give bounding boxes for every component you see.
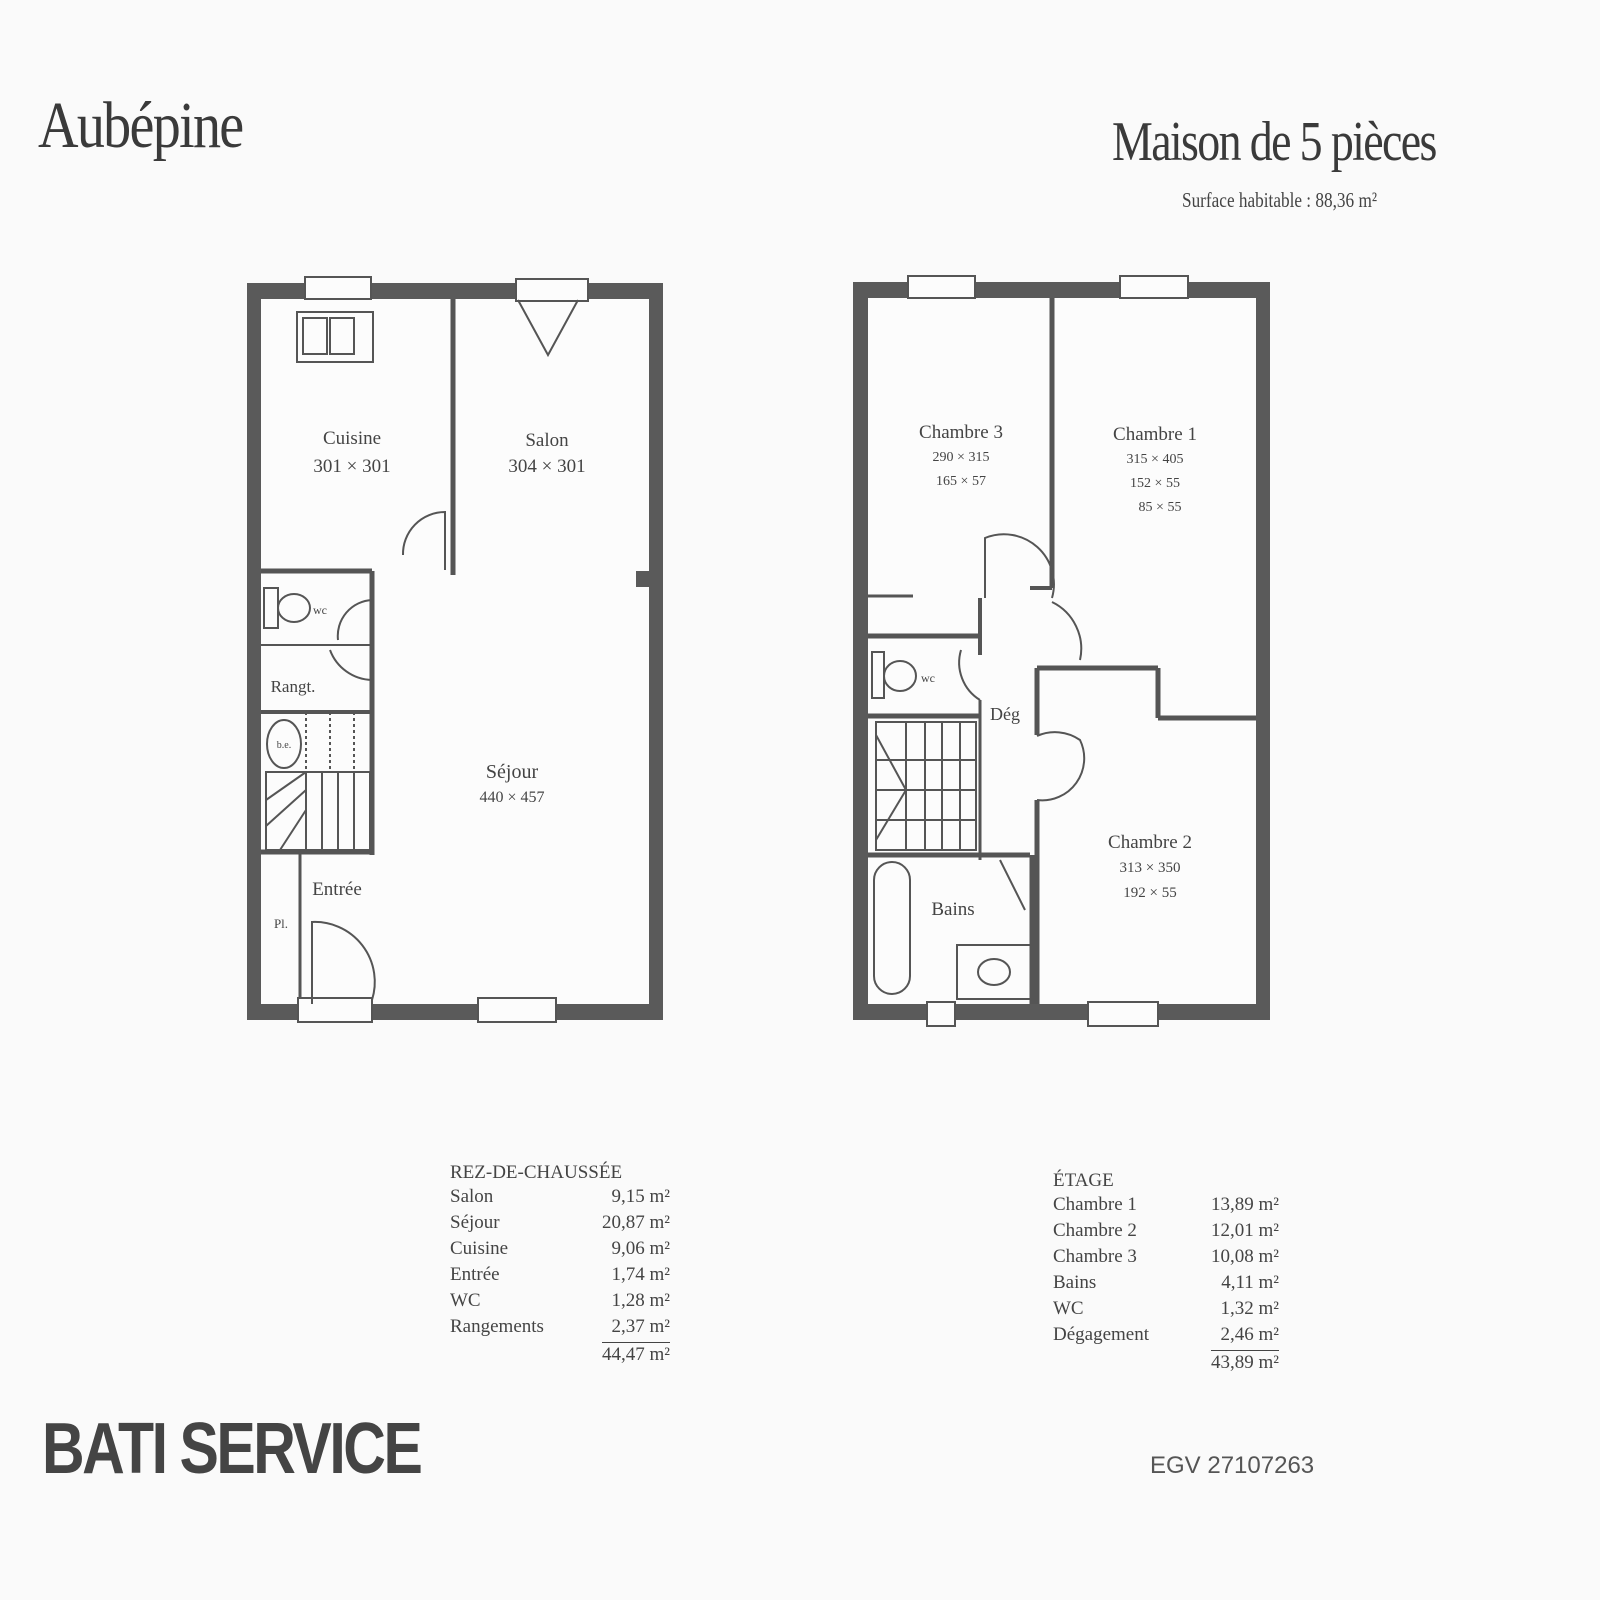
room-label-cuisine: Cuisine [323,428,381,449]
area: 1,74 m² [611,1264,670,1285]
room: Rangements [450,1316,544,1337]
table-row: Séjour 20,87 m² [450,1212,670,1238]
table-row: Entrée 1,74 m² [450,1264,670,1290]
reference-number: EGV 27107263 [1150,1452,1315,1479]
room-label-entree: Entrée [312,879,362,900]
model-name: Aubépine [38,89,244,162]
table-row: Dégagement 2,46 m² [1053,1324,1279,1350]
table-heading: ÉTAGE [1053,1170,1114,1191]
upper-floor-area-table: ÉTAGE Chambre 1 13,89 m² Chambre 2 12,01 m… [1053,1170,1279,1374]
room: WC [1053,1298,1084,1319]
table-row: Chambre 1 13,89 m² [1053,1194,1279,1220]
ground-floor-area-table: REZ-DE-CHAUSSÉE Salon 9,15 m² Séjour 20,87… [450,1162,670,1366]
room-dims-chambre-2-a: 313 × 350 [1120,860,1181,876]
bati-service-logo: BATI SERVICE [42,1409,423,1489]
area: 9,15 m² [611,1186,670,1207]
room-dims-chambre-1-b: 152 × 55 [1130,476,1180,491]
living-surface: Surface habitable : 88,36 m² [1182,188,1378,212]
table-row: Salon 9,15 m² [450,1186,670,1212]
room-dims-chambre-3-b: 165 × 57 [936,474,986,489]
room-label-chambre-2: Chambre 2 [1108,832,1192,853]
room: Bains [1053,1272,1097,1293]
room-label-sejour: Séjour [486,761,539,783]
table-row: Chambre 2 12,01 m² [1053,1220,1279,1246]
area: 12,01 m² [1211,1220,1279,1241]
house-type: Maison de 5 pièces [1112,111,1437,173]
area: 4,11 m² [1221,1272,1279,1293]
table-row: Bains 4,11 m² [1053,1272,1279,1298]
room: Salon [450,1186,494,1207]
table-row: Cuisine 9,06 m² [450,1238,670,1264]
area: 2,37 m² [611,1316,670,1337]
rangement-label: Rangt. [271,677,316,696]
room-dims-cuisine: 301 × 301 [313,456,390,477]
table-row: WC 1,32 m² [1053,1298,1279,1324]
room: WC [450,1290,481,1311]
room-dims-chambre-1-c: 85 × 55 [1139,500,1182,515]
area: 1,32 m² [1220,1298,1279,1319]
room: Cuisine [450,1238,509,1259]
table-row: Rangements 2,37 m² [450,1316,670,1342]
room-label-degagement: Dég [990,704,1020,724]
room-dims-chambre-1-a: 315 × 405 [1127,452,1184,467]
room-dims-chambre-2-b: 192 × 55 [1123,885,1176,901]
room: Dégagement [1053,1324,1150,1345]
room: Chambre 1 [1053,1194,1137,1215]
upper-floor-plan [853,275,1270,1027]
area: 9,06 m² [611,1238,670,1259]
area: 10,08 m² [1211,1246,1279,1267]
room-dims-chambre-3-a: 290 × 315 [933,450,990,465]
room-dims-sejour: 440 × 457 [479,789,544,806]
room: Chambre 2 [1053,1220,1137,1241]
wc-label: wc [313,603,327,617]
room-label-chambre-3: Chambre 3 [919,422,1003,443]
room: Séjour [450,1212,500,1233]
room-dims-salon: 304 × 301 [508,456,585,477]
area: 20,87 m² [602,1212,670,1233]
placard-label: Pl. [274,916,288,931]
room-label-bains: Bains [931,899,974,920]
wc-label-upper: wc [921,671,935,685]
table-total: 44,47 m² [602,1342,670,1365]
room-label-chambre-1: Chambre 1 [1113,424,1197,445]
table-heading: REZ-DE-CHAUSSÉE [450,1162,623,1183]
ground-floor-plan [247,276,663,1023]
water-heater-label: b.e. [277,740,291,751]
room-label-salon: Salon [525,430,569,451]
area: 1,28 m² [611,1290,670,1311]
room: Chambre 3 [1053,1246,1137,1267]
area: 13,89 m² [1211,1194,1279,1215]
table-row: WC 1,28 m² [450,1290,670,1316]
table-row: Chambre 3 10,08 m² [1053,1246,1279,1272]
area: 2,46 m² [1220,1324,1279,1345]
table-total: 43,89 m² [1211,1350,1279,1373]
room: Entrée [450,1264,500,1285]
